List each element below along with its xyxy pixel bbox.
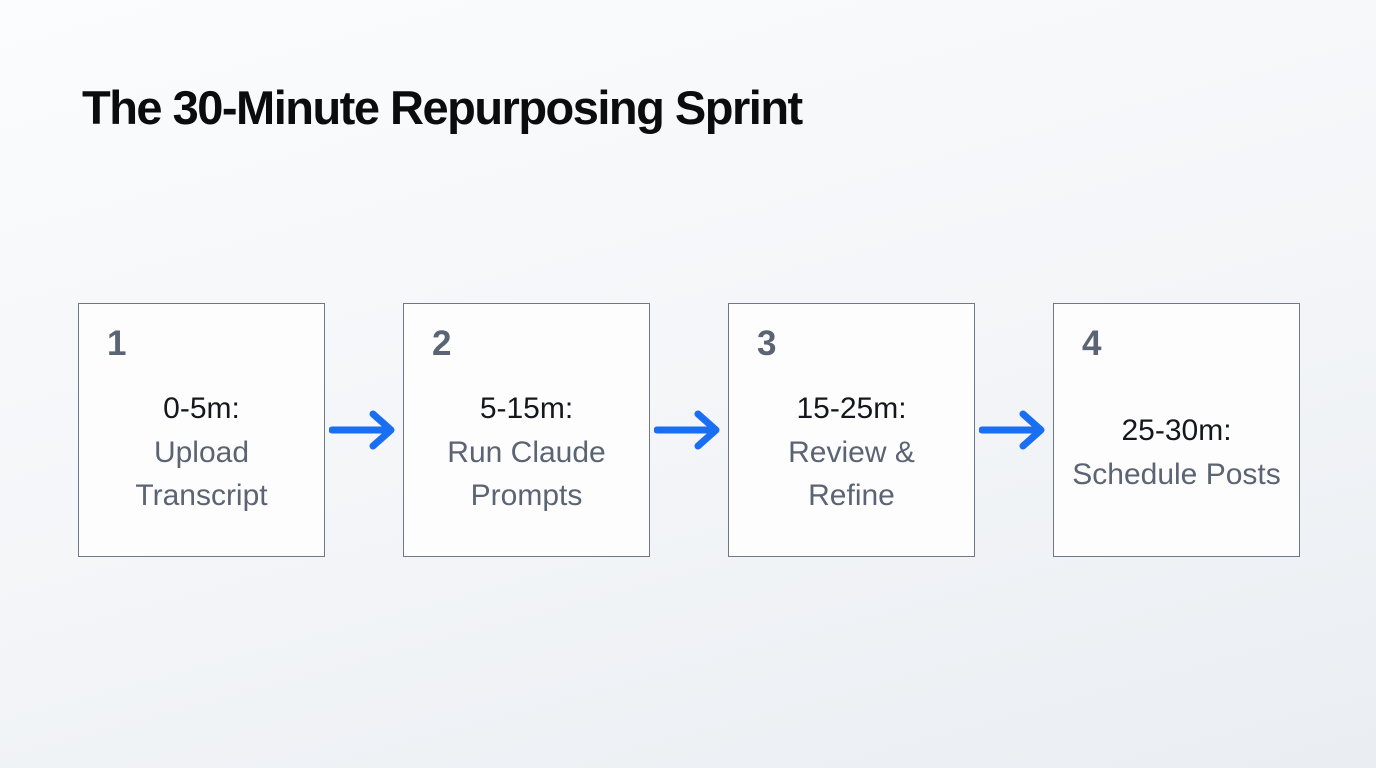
step-label: Schedule Posts [1072, 457, 1281, 491]
step-text: 25-30m: Schedule Posts [1072, 367, 1281, 538]
step-number: 4 [1082, 324, 1102, 363]
sprint-flow-diagram: 1 0-5m: Upload Transcript 2 5-15m: Run C… [78, 303, 1300, 557]
step-time: 15-25m: [796, 392, 907, 426]
step-number: 1 [107, 324, 127, 363]
arrow-cell [975, 406, 1053, 454]
step-box-1: 1 0-5m: Upload Transcript [78, 303, 325, 557]
step-text: 15-25m: Review & Refine [747, 367, 956, 538]
step-time: 25-30m: [1121, 414, 1232, 447]
step-box-4: 4 25-30m: Schedule Posts [1053, 303, 1300, 557]
arrow-cell [650, 406, 728, 454]
arrow-right-icon [979, 410, 1045, 450]
step-time: 5-15m: [479, 392, 574, 426]
arrow-right-icon [654, 410, 720, 450]
step-label: Upload Transcript [135, 435, 268, 513]
step-text: 0-5m: Upload Transcript [97, 367, 306, 538]
arrow-right-icon [329, 410, 395, 450]
step-number: 3 [757, 324, 777, 363]
arrow-cell [325, 406, 403, 454]
step-box-2: 2 5-15m: Run Claude Prompts [403, 303, 650, 557]
step-text: 5-15m: Run Claude Prompts [422, 367, 631, 538]
step-label: Run Claude Prompts [447, 435, 606, 513]
page-title: The 30-Minute Repurposing Sprint [82, 81, 803, 134]
step-time: 0-5m: [163, 392, 240, 426]
step-number: 2 [432, 324, 452, 363]
step-label: Review & Refine [788, 435, 915, 513]
step-box-3: 3 15-25m: Review & Refine [728, 303, 975, 557]
